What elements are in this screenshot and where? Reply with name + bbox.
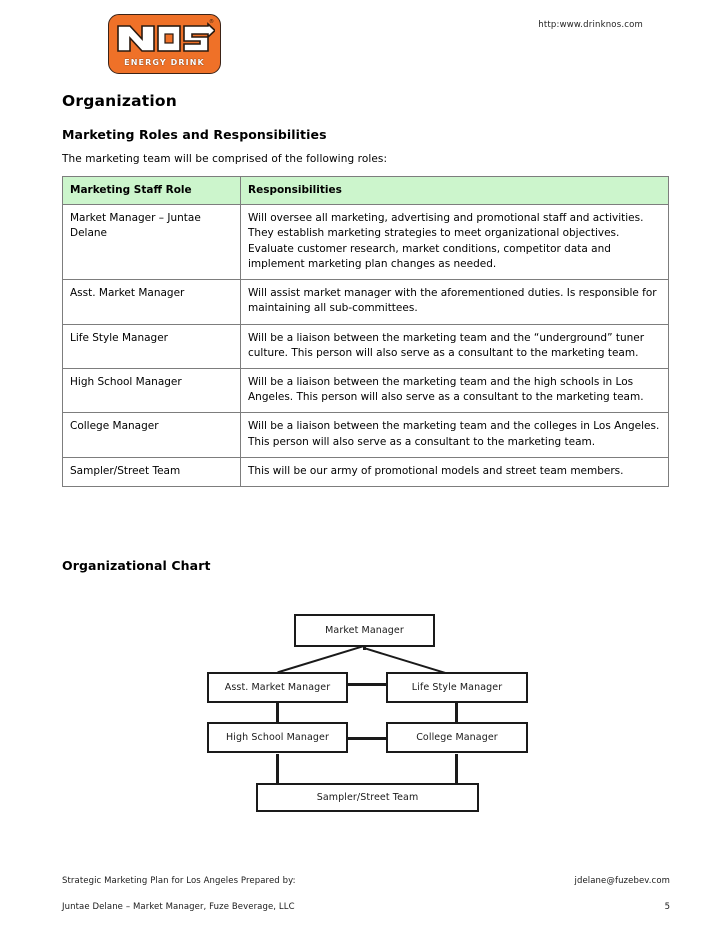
cell-responsibility: This will be our army of promotional mod…: [240, 456, 669, 488]
cell-responsibility: Will assist market manager with the afor…: [240, 279, 669, 325]
footer-row-1: Strategic Marketing Plan for Los Angeles…: [62, 876, 670, 902]
cell-role: High School Manager: [62, 367, 241, 414]
cell-role: College Manager: [62, 412, 241, 458]
table-row: High School Manager Will be a liaison be…: [62, 367, 669, 414]
table-row: College Manager Will be a liaison betwee…: [62, 412, 669, 458]
cell-role: Life Style Manager: [62, 323, 241, 369]
footer-page-number: 5: [664, 902, 670, 912]
header-website-url: http:www.drinknos.com: [538, 20, 643, 30]
connector-asst-to-highschool: [276, 700, 279, 722]
connector-market-manager-stub: [363, 646, 366, 650]
org-node-sampler-street-team[interactable]: Sampler/Street Team: [256, 783, 479, 812]
connector-college-to-sampler: [455, 754, 458, 783]
org-node-life-style-manager[interactable]: Life Style Manager: [386, 672, 528, 703]
footer-email: jdelane@fuzebev.com: [574, 876, 670, 886]
connector-asst-to-lifestyle: [345, 683, 388, 686]
section-heading-org-chart: Organizational Chart: [62, 558, 211, 573]
connector-market-to-lifestyle: [363, 647, 451, 676]
cell-responsibility: Will be a liaison between the marketing …: [240, 412, 669, 458]
org-node-high-school-manager[interactable]: High School Manager: [207, 722, 348, 753]
connector-highschool-to-sampler: [276, 754, 279, 783]
page-title: Organization: [62, 92, 178, 110]
footer-document-title: Strategic Marketing Plan for Los Angeles…: [62, 876, 296, 886]
footer-row-2: Juntae Delane – Market Manager, Fuze Bev…: [62, 902, 670, 928]
cell-responsibility: Will be a liaison between the marketing …: [240, 367, 669, 414]
table-row: Market Manager – Juntae Delane Will over…: [62, 204, 669, 281]
connector-lifestyle-to-college: [455, 700, 458, 722]
table-row: Life Style Manager Will be a liaison bet…: [62, 323, 669, 369]
section-heading-roles: Marketing Roles and Responsibilities: [62, 127, 327, 142]
cell-responsibility: Will be a liaison between the marketing …: [240, 323, 669, 369]
column-header-role: Marketing Staff Role: [62, 175, 241, 206]
cell-responsibility: Will oversee all marketing, advertising …: [240, 204, 669, 281]
org-node-market-manager[interactable]: Market Manager: [294, 614, 435, 647]
page-footer: Strategic Marketing Plan for Los Angeles…: [62, 876, 670, 928]
table-body: Market Manager – Juntae Delane Will over…: [62, 204, 669, 488]
organizational-chart: Market Manager Asst. Market Manager Life…: [0, 596, 728, 828]
nos-energy-drink-logo: ® ENERGY DRINK: [108, 14, 221, 74]
table-header-row: Marketing Staff Role Responsibilities: [62, 175, 669, 206]
cell-role: Market Manager – Juntae Delane: [62, 204, 241, 281]
registered-trademark-icon: ®: [209, 19, 214, 25]
org-node-asst-market-manager[interactable]: Asst. Market Manager: [207, 672, 348, 703]
nos-wordmark-icon: [117, 22, 215, 52]
cell-role: Sampler/Street Team: [62, 456, 241, 488]
cell-role: Asst. Market Manager: [62, 279, 241, 325]
logo-tagline: ENERGY DRINK: [124, 58, 205, 67]
footer-author: Juntae Delane – Market Manager, Fuze Bev…: [62, 902, 295, 912]
connector-highschool-to-college: [345, 737, 388, 740]
logo-inner: ® ENERGY DRINK: [109, 15, 220, 73]
table-row: Sampler/Street Team This will be our arm…: [62, 456, 669, 488]
intro-paragraph: The marketing team will be comprised of …: [62, 153, 388, 165]
connector-market-to-asst: [277, 645, 364, 674]
table-head: Marketing Staff Role Responsibilities: [62, 175, 669, 206]
table-row: Asst. Market Manager Will assist market …: [62, 279, 669, 325]
marketing-roles-table: Marketing Staff Role Responsibilities Ma…: [62, 175, 669, 488]
column-header-responsibilities: Responsibilities: [240, 175, 669, 206]
org-node-college-manager[interactable]: College Manager: [386, 722, 528, 753]
